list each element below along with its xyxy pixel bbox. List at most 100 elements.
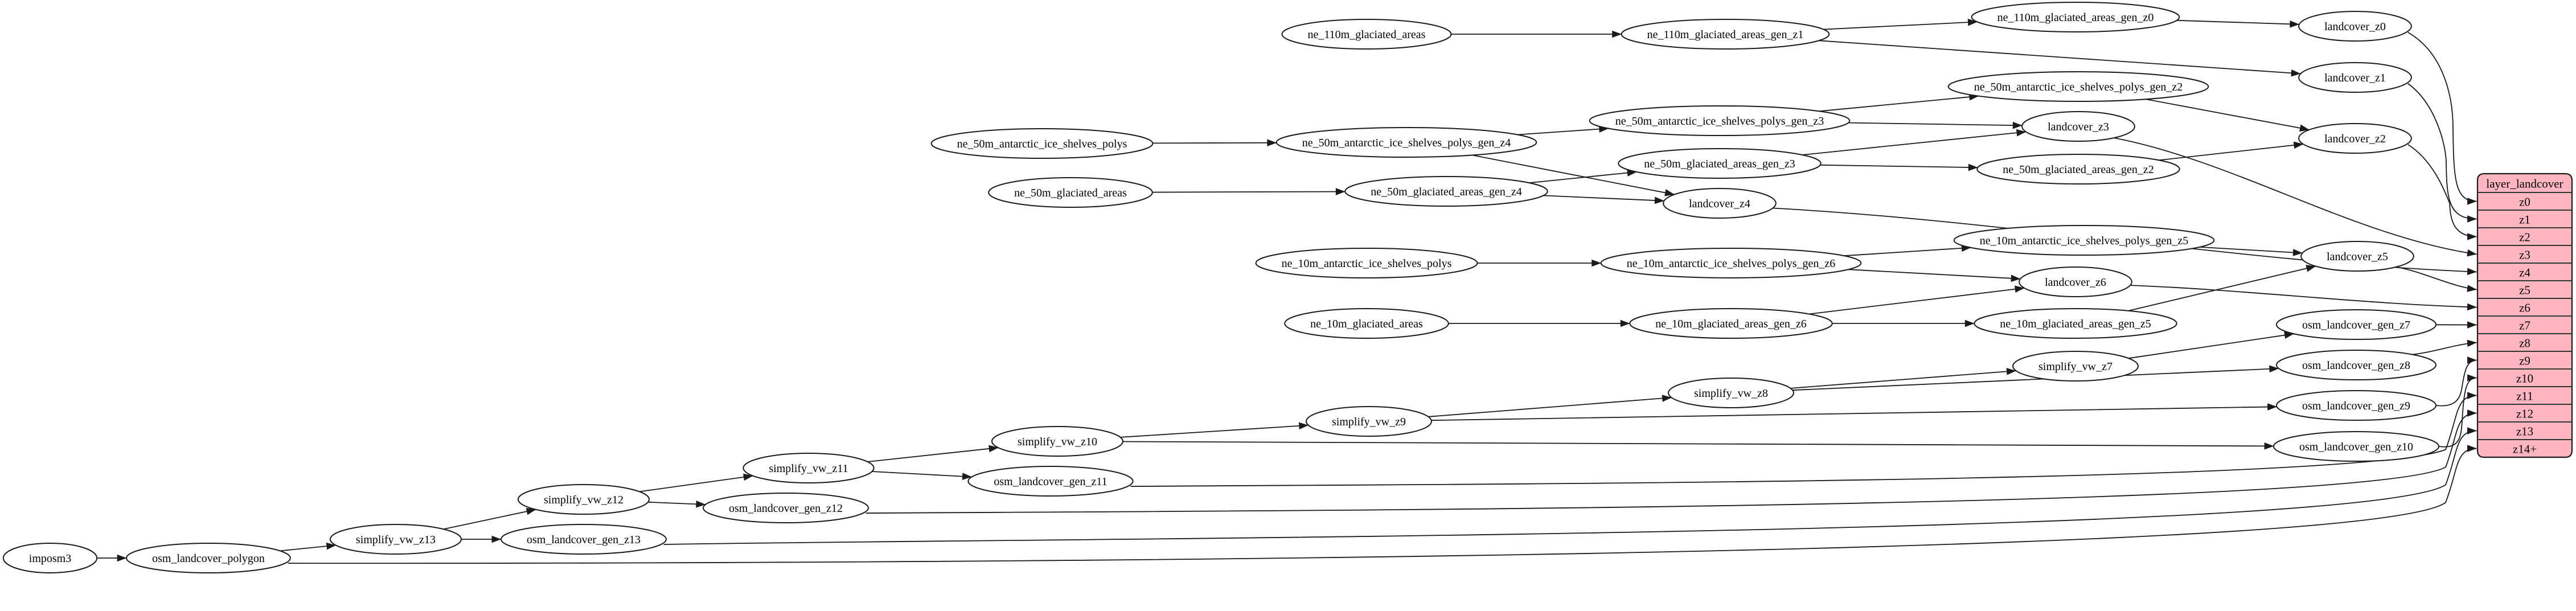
edge-osm_landcover_gen_z12-to-layer_landcover-z12 [865,409,2477,514]
node-shape-ne_50m_antarctic_ice_shelves_polys_gen_z2 [1947,71,2209,102]
node-osm_landcover_gen_z9: osm_landcover_gen_z9 [2276,390,2436,421]
node-shape-landcover_z2 [2298,123,2412,154]
node-landcover_z3: landcover_z3 [2021,111,2135,142]
node-label-osm_landcover_gen_z13: osm_landcover_gen_z13 [527,534,641,546]
table-row-z10: z10 [2516,372,2533,386]
edge-osm_landcover_gen_z13-to-layer_landcover-z13 [663,427,2477,545]
edge-ne_10m_antarctic_ice_shelves_polys_gen_z6-to-ne_10m_antarctic_ice_shelves_polys_gen_z5 [1844,244,1971,257]
node-label-ne_50m_glaciated_areas_gen_z4: ne_50m_glaciated_areas_gen_z4 [1371,186,1521,198]
edges-layer [97,18,2477,564]
node-landcover_z6: landcover_z6 [2019,266,2132,297]
node-label-ne_50m_antarctic_ice_shelves_polys_gen_z2: ne_50m_antarctic_ice_shelves_polys_gen_z… [1974,81,2183,93]
edge-ne_50m_antarctic_ice_shelves_polys_gen_z2-to-landcover_z2 [2146,99,2310,132]
edge-simplify_vw_z10-to-osm_landcover_gen_z10 [1122,441,2274,450]
node-label-landcover_z6: landcover_z6 [2045,276,2106,289]
node-label-ne_10m_antarctic_ice_shelves_polys_gen_z5: ne_10m_antarctic_ice_shelves_polys_gen_z… [1980,235,2189,247]
node-label-simplify_vw_z13: simplify_vw_z13 [356,534,436,546]
edge-simplify_vw_z9-to-osm_landcover_gen_z9 [1431,403,2277,421]
node-shape-simplify_vw_z13 [330,524,462,555]
table-row-z3: z3 [2519,248,2530,262]
edge-simplify_vw_z12-to-osm_landcover_gen_z12 [647,501,706,508]
node-shape-ne_50m_antarctic_ice_shelves_polys_gen_z3 [1589,105,1851,136]
node-ne_50m_antarctic_ice_shelves_polys_gen_z2: ne_50m_antarctic_ice_shelves_polys_gen_z… [1947,71,2209,102]
edge-ne_50m_antarctic_ice_shelves_polys_gen_z4-to-landcover_z4 [1472,154,1675,196]
edge-ne_50m_glaciated_areas_gen_z2-to-landcover_z2 [2159,141,2304,161]
node-label-ne_10m_antarctic_ice_shelves_polys: ne_10m_antarctic_ice_shelves_polys [1282,257,1452,270]
node-osm_landcover_gen_z8: osm_landcover_gen_z8 [2276,350,2436,380]
node-osm_landcover_gen_z7: osm_landcover_gen_z7 [2276,309,2436,340]
node-label-ne_50m_glaciated_areas_gen_z3: ne_50m_glaciated_areas_gen_z3 [1644,158,1795,170]
edge-osm_landcover_gen_z11-to-layer_landcover-z11 [1130,392,2477,487]
node-shape-simplify_vw_z12 [518,484,650,515]
node-shape-osm_landcover_gen_z12 [703,493,869,523]
node-imposm3: imposm3 [2,543,98,573]
node-label-osm_landcover_gen_z9: osm_landcover_gen_z9 [2302,400,2410,412]
node-label-ne_50m_antarctic_ice_shelves_polys: ne_50m_antarctic_ice_shelves_polys [957,138,1127,150]
node-osm_landcover_polygon: osm_landcover_polygon [126,543,291,573]
node-landcover_z1: landcover_z1 [2298,62,2412,93]
node-shape-osm_landcover_gen_z8 [2276,350,2436,380]
edge-simplify_vw_z10-to-simplify_vw_z9 [1120,422,1309,438]
table-row-z13: z13 [2516,425,2533,438]
node-label-osm_landcover_polygon: osm_landcover_polygon [152,552,265,565]
edge-simplify_vw_z13-to-simplify_vw_z12 [443,508,536,530]
edge-ne_50m_antarctic_ice_shelves_polys_gen_z3-to-ne_50m_antarctic_ice_shelves_polys_gen_z2 [1819,93,1979,112]
node-shape-landcover_z1 [2298,62,2412,93]
edge-osm_landcover_polygon-to-simplify_vw_z13 [280,542,337,552]
table-row-z1: z1 [2519,213,2530,227]
edge-osm_landcover_polygon-to-layer_landcover-z14+ [288,445,2477,564]
node-label-landcover_z3: landcover_z3 [2048,121,2109,133]
node-label-simplify_vw_z9: simplify_vw_z9 [1332,416,1406,428]
node-ne_50m_antarctic_ice_shelves_polys: ne_50m_antarctic_ice_shelves_polys [930,128,1154,159]
node-label-ne_50m_glaciated_areas: ne_50m_glaciated_areas [1014,187,1127,199]
node-simplify_vw_z9: simplify_vw_z9 [1306,406,1432,437]
node-ne_50m_antarctic_ice_shelves_polys_gen_z4: ne_50m_antarctic_ice_shelves_polys_gen_z… [1275,127,1537,158]
node-simplify_vw_z11: simplify_vw_z11 [743,453,875,483]
node-label-landcover_z2: landcover_z2 [2324,133,2386,145]
table-row-z14+: z14+ [2513,442,2537,456]
edge-simplify_vw_z7-to-osm_landcover_gen_z7 [2128,331,2294,359]
node-ne_110m_glaciated_areas_gen_z0: ne_110m_glaciated_areas_gen_z0 [1971,2,2180,32]
node-shape-landcover_z0 [2298,11,2412,42]
node-shape-osm_landcover_gen_z9 [2276,390,2436,421]
node-shape-landcover_z3 [2021,111,2135,142]
node-shape-ne_10m_antarctic_ice_shelves_polys_gen_z6 [1600,248,1862,278]
node-ne_10m_antarctic_ice_shelves_polys_gen_z6: ne_10m_antarctic_ice_shelves_polys_gen_z… [1600,248,1862,278]
edge-ne_50m_glaciated_areas_gen_z4-to-ne_50m_glaciated_areas_gen_z3 [1529,169,1637,183]
node-shape-ne_10m_glaciated_areas_gen_z6 [1629,308,1833,339]
node-osm_landcover_gen_z13: osm_landcover_gen_z13 [501,524,667,555]
table-row-z8: z8 [2519,337,2530,350]
edge-osm_landcover_gen_z9-to-layer_landcover-z9 [2435,356,2477,407]
edge-ne_50m_glaciated_areas_gen_z3-to-ne_50m_glaciated_areas_gen_z2 [1820,163,1978,171]
node-label-osm_landcover_gen_z10: osm_landcover_gen_z10 [2299,441,2413,453]
edge-ne_50m_antarctic_ice_shelves_polys_gen_z3-to-landcover_z3 [1848,121,2023,129]
edge-ne_50m_glaciated_areas_gen_z3-to-landcover_z3 [1802,129,2027,155]
node-label-ne_50m_antarctic_ice_shelves_polys_gen_z4: ne_50m_antarctic_ice_shelves_polys_gen_z… [1302,137,1511,149]
node-label-ne_50m_antarctic_ice_shelves_polys_gen_z3: ne_50m_antarctic_ice_shelves_polys_gen_z… [1615,115,1824,128]
edge-ne_10m_glaciated_areas_gen_z5-to-landcover_z5 [2128,265,2316,311]
node-shape-osm_landcover_gen_z11 [967,466,1134,497]
node-label-osm_landcover_gen_z7: osm_landcover_gen_z7 [2302,319,2410,331]
node-shape-ne_10m_glaciated_areas [1284,308,1449,339]
edge-landcover_z5-to-layer_landcover-z5 [2395,266,2477,292]
node-ne_110m_glaciated_areas_gen_z1: ne_110m_glaciated_areas_gen_z1 [1621,19,1830,50]
node-shape-ne_50m_glaciated_areas [988,177,1153,208]
node-landcover_z5: landcover_z5 [2300,241,2414,272]
node-shape-ne_50m_antarctic_ice_shelves_polys_gen_z4 [1275,127,1537,158]
edge-osm_landcover_gen_z8-to-layer_landcover-z8 [2412,339,2477,355]
table-header: layer_landcover [2486,177,2563,191]
node-ne_10m_glaciated_areas_gen_z6: ne_10m_glaciated_areas_gen_z6 [1629,308,1833,339]
edge-landcover_z3-to-layer_landcover-z3 [2114,137,2477,257]
node-label-ne_10m_antarctic_ice_shelves_polys_gen_z6: ne_10m_antarctic_ice_shelves_polys_gen_z… [1627,257,1836,270]
table-row-z12: z12 [2516,407,2533,421]
edge-ne_10m_antarctic_ice_shelves_polys_gen_z6-to-landcover_z6 [1848,269,2021,282]
edge-ne_10m_antarctic_ice_shelves_polys_gen_z5-to-landcover_z5 [2200,247,2303,256]
node-label-landcover_z1: landcover_z1 [2324,72,2386,84]
node-label-simplify_vw_z12: simplify_vw_z12 [544,494,624,506]
node-shape-imposm3 [2,543,98,573]
node-shape-osm_landcover_polygon [126,543,291,573]
node-shape-osm_landcover_gen_z13 [501,524,667,555]
node-shape-landcover_z4 [1663,188,1777,219]
node-label-ne_110m_glaciated_areas_gen_z1: ne_110m_glaciated_areas_gen_z1 [1647,28,1804,41]
